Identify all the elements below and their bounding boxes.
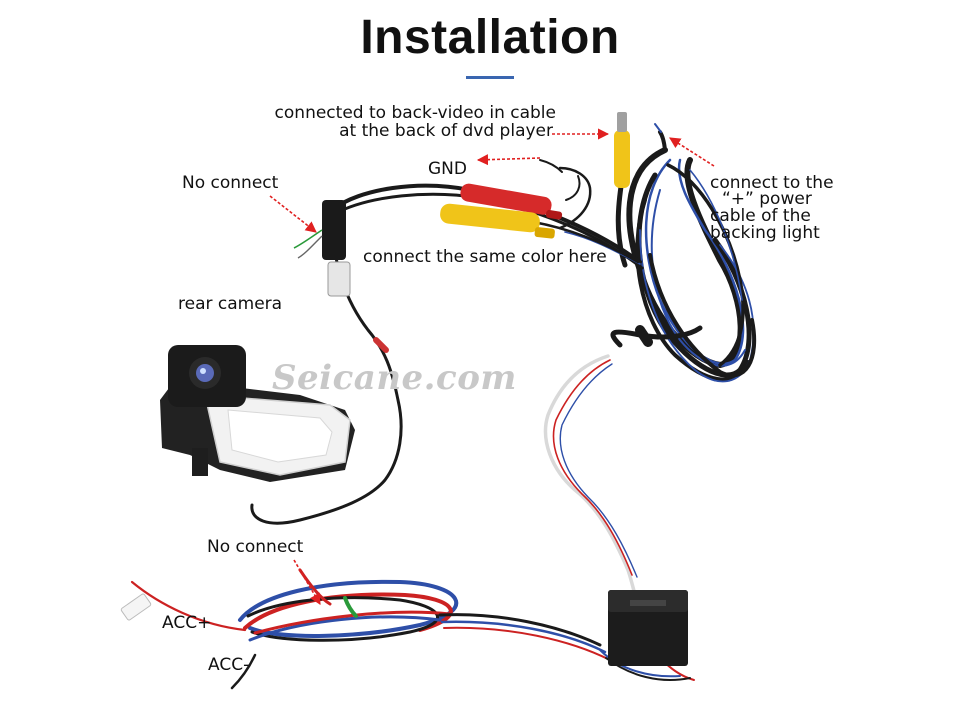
label-gnd: GND xyxy=(428,159,467,179)
label-rear-camera: rear camera xyxy=(178,294,283,314)
arrow-no-connect-top xyxy=(269,195,317,233)
arrow-no-connect-bottom xyxy=(293,559,321,605)
label-power-line1: connect to the xyxy=(710,173,834,193)
yellow-rca-plug xyxy=(440,203,555,239)
red-rca-plug xyxy=(460,183,563,220)
title-underline xyxy=(466,76,514,79)
label-power-line3: cable of the xyxy=(710,206,811,226)
label-power-line4: backing light xyxy=(710,223,820,243)
camera-connector xyxy=(293,200,351,297)
relay-box xyxy=(608,590,688,666)
label-no-connect-top: No connect xyxy=(182,173,279,193)
annotation-arrows xyxy=(269,128,715,605)
coiled-extension-cable xyxy=(543,123,757,600)
power-harness xyxy=(130,568,695,690)
rear-camera-unit xyxy=(160,345,355,482)
label-no-connect-bottom: No connect xyxy=(207,537,304,557)
label-back-video-line2: at the back of dvd player xyxy=(339,121,553,141)
arrow-power xyxy=(669,137,715,167)
top-yellow-rca-plug xyxy=(614,112,630,188)
label-back-video-line1: connected to back-video in cable xyxy=(274,103,556,123)
acc-plus-tag xyxy=(120,593,152,621)
label-acc-plus: ACC+ xyxy=(162,613,212,633)
watermark: Seicane.com xyxy=(272,358,517,398)
label-acc-minus: ACC- xyxy=(208,655,250,675)
arrow-gnd xyxy=(476,154,541,166)
label-power-line2: “+” power xyxy=(722,189,812,209)
label-same-color: connect the same color here xyxy=(363,247,607,267)
page-title: Installation xyxy=(360,11,620,64)
